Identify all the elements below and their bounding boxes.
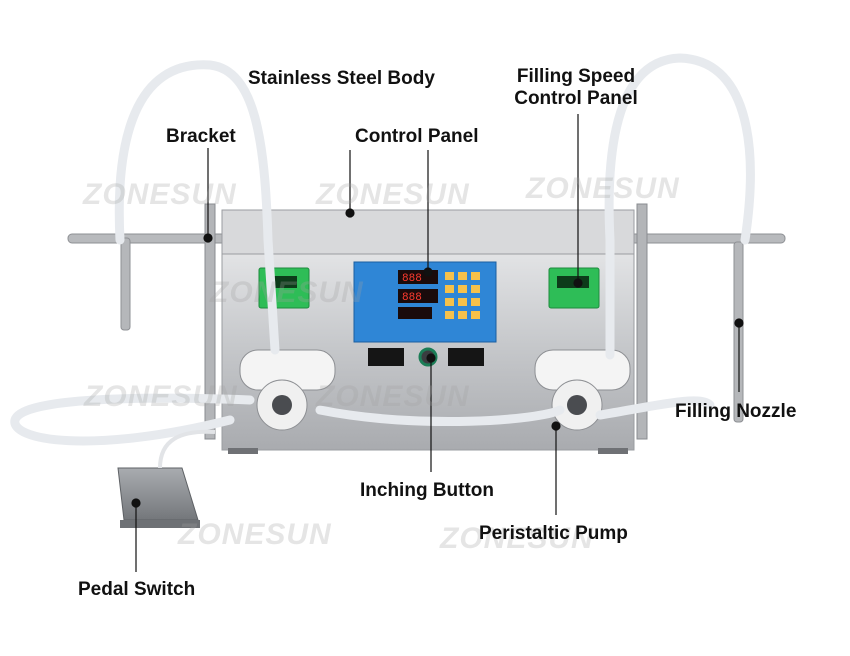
label-stainless-steel-body: Stainless Steel Body xyxy=(248,68,435,89)
label-peristaltic-pump: Peristaltic Pump xyxy=(479,523,628,544)
leader-lines xyxy=(131,114,744,572)
svg-text:888: 888 xyxy=(402,292,422,304)
display-right xyxy=(448,348,484,366)
label-filling-speed-line1: Filling Speed xyxy=(516,66,636,87)
label-bracket: Bracket xyxy=(166,126,236,147)
watermark-4: ZONESUN xyxy=(210,276,364,309)
label-filling-nozzle: Filling Nozzle xyxy=(675,401,797,422)
label-pedal-switch: Pedal Switch xyxy=(78,579,196,600)
display-left xyxy=(368,348,404,366)
peristaltic-pump-left xyxy=(239,349,336,431)
label-filling-speed-control-panel: Filling Speed Control Panel xyxy=(500,66,652,110)
label-filling-speed-line2: Control Panel xyxy=(514,88,638,109)
bracket-pole-left xyxy=(204,203,216,440)
svg-text:888: 888 xyxy=(402,273,422,285)
label-control-panel: Control Panel xyxy=(355,126,479,147)
watermark-6: ZONESUN xyxy=(316,380,470,413)
watermark-5: ZONESUN xyxy=(84,380,238,413)
watermark-8: ZONESUN xyxy=(440,522,594,555)
watermark-2: ZONESUN xyxy=(316,178,470,211)
watermark-3: ZONESUN xyxy=(526,172,680,205)
peristaltic-pump-right xyxy=(534,349,631,431)
pedal-cable xyxy=(158,429,216,469)
bracket-pole-right xyxy=(636,203,648,440)
speed-panel-right xyxy=(548,267,600,309)
watermark-7: ZONESUN xyxy=(178,518,332,551)
label-inching-button: Inching Button xyxy=(360,480,495,501)
silicone-tubes xyxy=(10,53,755,446)
watermark-1: ZONESUN xyxy=(83,178,237,211)
